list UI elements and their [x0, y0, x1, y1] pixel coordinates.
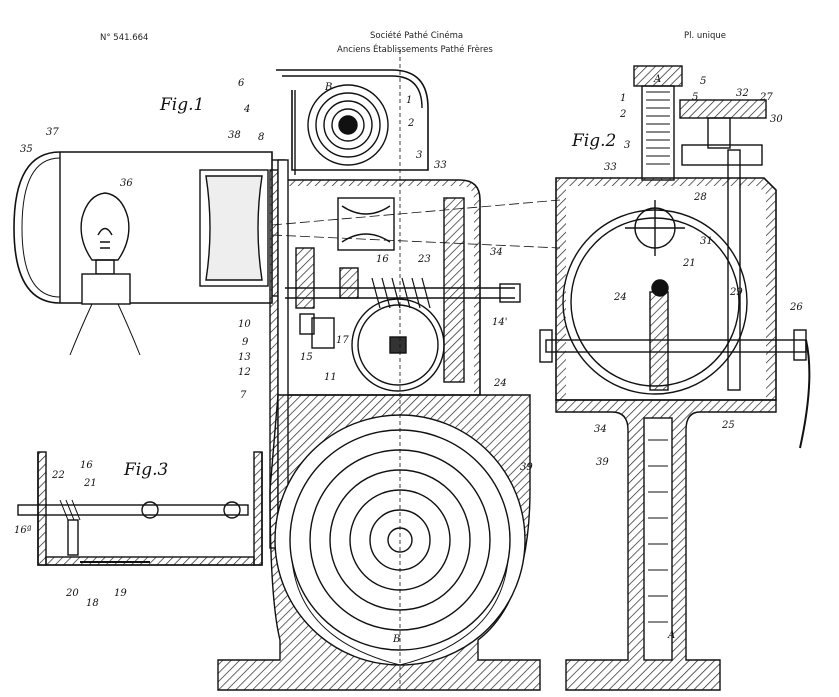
fig2-label-39: 39 [596, 457, 609, 468]
fig1-label-12: 12 [238, 367, 251, 378]
fig1-label-13: 13 [238, 352, 251, 363]
fig2-label-33: 33 [604, 162, 617, 173]
fig3-label-18: 18 [86, 598, 99, 609]
fig1-label-9: 9 [242, 337, 249, 348]
fig2-label-30: 30 [770, 114, 783, 125]
fig2-label-32: 32 [736, 88, 749, 99]
fig2-housing [555, 177, 777, 401]
fig2-label-25: 25 [721, 420, 735, 431]
fig1-label-37: 37 [46, 127, 59, 138]
company-subtitle: Anciens Établissements Pathé Frères [337, 45, 493, 55]
fig2-title: Fig.2 [571, 131, 616, 151]
fig3-label-20: 20 [65, 588, 79, 599]
upper-film-magazine [276, 69, 429, 175]
fig1-label-4: 4 [243, 104, 250, 115]
fig2-label-31: 31 [700, 236, 713, 247]
fig2-label-27: 27 [759, 92, 773, 103]
mechanism-housing [288, 179, 481, 396]
fig2-label-5b: 5 [692, 92, 698, 103]
fig2-shaft [539, 329, 811, 449]
film-gate [295, 247, 359, 349]
fig2-disc [649, 149, 741, 391]
fig2-label-24: 24 [613, 292, 627, 303]
fig2-label-21: 21 [682, 258, 696, 269]
fig1-label-36: 36 [120, 178, 133, 189]
drive-gear [351, 298, 445, 392]
drive-shaft [285, 277, 521, 309]
fig1-label-2: 2 [407, 118, 414, 129]
fig1-label-23: 23 [417, 254, 431, 265]
fig1-label-1: 1 [406, 95, 412, 106]
fig1-label-7: 7 [240, 390, 247, 401]
fig1-label-17: 17 [336, 335, 349, 346]
fig1-label-11: 11 [324, 372, 337, 383]
fig2-label-5a: 5 [700, 76, 706, 87]
fig2-label-A-bottom: A [667, 630, 675, 641]
fig3-label-22: 22 [51, 470, 65, 481]
fig1-label-39: 39 [520, 462, 533, 473]
fig1-label-35: 35 [20, 144, 33, 155]
fig1-label-38: 38 [228, 130, 241, 141]
fig2-column [555, 399, 777, 691]
fig1-label-34: 34 [490, 247, 503, 258]
fig1-label-10: 10 [238, 319, 251, 330]
company-name: Société Pathé Cinéma [370, 31, 464, 41]
plate-label: Pl. unique [684, 31, 727, 41]
fig3-title: Fig.3 [123, 460, 168, 480]
lower-film-magazine [217, 50, 541, 691]
fig2-label-3: 3 [624, 140, 630, 151]
fig2-label-A-top: A [653, 74, 661, 85]
shutter [443, 197, 465, 383]
fig1-label-33: 33 [434, 160, 447, 171]
fig1-label-14p: 14' [492, 317, 507, 328]
fig3-label-21: 21 [83, 478, 97, 489]
fig1-label-16: 16 [376, 254, 389, 265]
fig1-label-8: 8 [258, 132, 264, 143]
lamp-bulb [69, 192, 141, 356]
fig1-label-3: 3 [416, 150, 422, 161]
fig3-drawing [17, 451, 263, 566]
fig1-label-15: 15 [300, 352, 313, 363]
fig2-label-26: 26 [789, 302, 803, 313]
fig3-label-19: 19 [114, 588, 127, 599]
condenser-lens [199, 169, 269, 287]
fig2-lever-assembly [679, 99, 767, 166]
fig1-label-24: 24 [493, 378, 507, 389]
fig2-label-2: 2 [619, 109, 626, 120]
optical-axis [271, 199, 561, 226]
fig2-drawing [539, 65, 811, 691]
fig2-label-1: 1 [620, 93, 626, 104]
fig2-label-28: 28 [693, 192, 707, 203]
fig2-label-29: 29 [729, 287, 743, 298]
fig1-title: Fig.1 [159, 95, 204, 115]
fig1-label-B-top: B [324, 82, 332, 93]
fig2-label-34: 34 [594, 424, 607, 435]
fig3-label-16: 16 [80, 460, 93, 471]
patent-number: N° 541.664 [100, 33, 149, 43]
objective-lens [337, 197, 395, 251]
fig3-label-16a: 16ª [14, 525, 32, 536]
fig1-drawing [13, 50, 561, 691]
fig1-label-6: 6 [238, 78, 245, 89]
fig1-label-B-bottom: B [392, 634, 400, 645]
